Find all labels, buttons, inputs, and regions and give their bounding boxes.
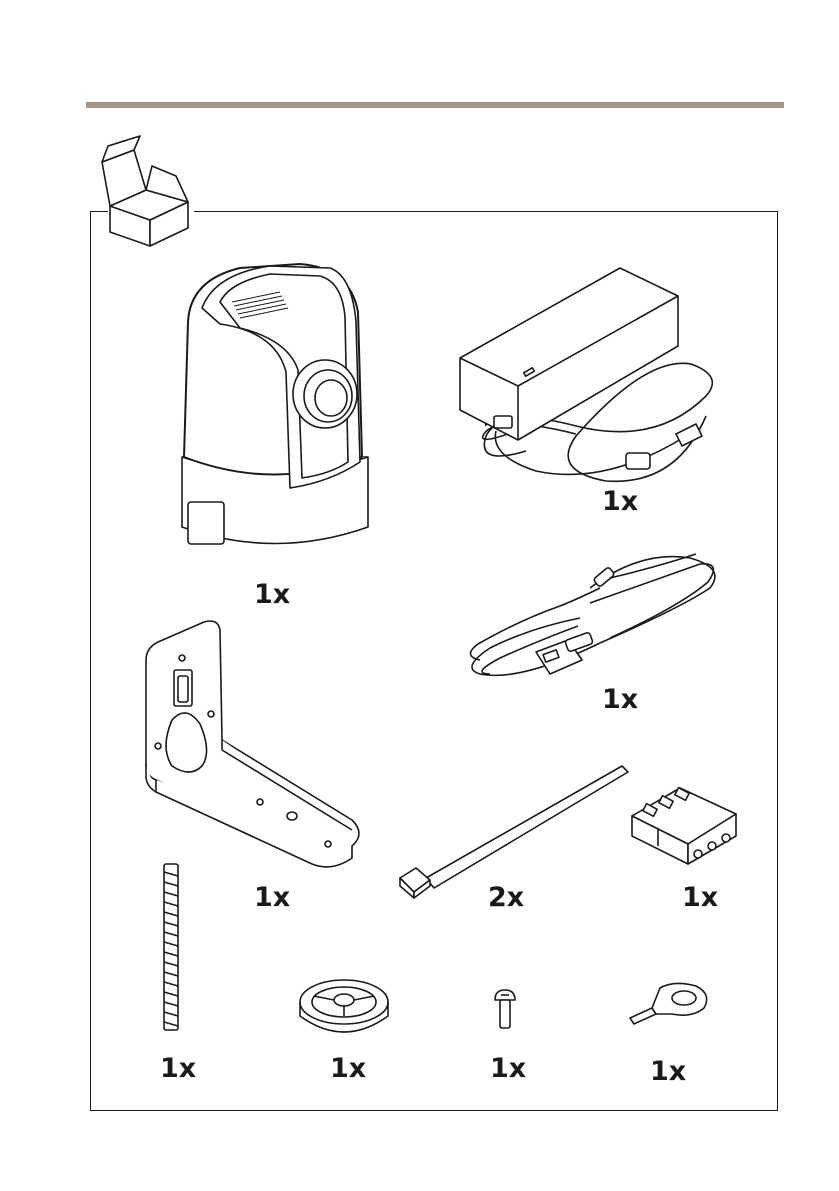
terminal-block-connector-icon (628, 784, 740, 866)
terminal-block-quantity: 1x (682, 884, 718, 911)
screw-icon (492, 988, 518, 1032)
open-box-icon (96, 132, 196, 250)
thumb-wheel-icon (296, 976, 392, 1040)
power-cord-icon (460, 548, 726, 682)
cable-tie-icon (396, 764, 632, 900)
threaded-rod-icon (156, 862, 186, 1034)
clamp-quantity: 1x (650, 1058, 686, 1085)
ptz-camera-icon (180, 262, 370, 562)
cable-tie-quantity: 2x (488, 884, 524, 911)
camera-quantity: 1x (254, 581, 290, 608)
header-rule (86, 102, 784, 108)
power-adapter-icon (456, 266, 726, 496)
bracket-quantity: 1x (254, 884, 290, 911)
power-adapter-quantity: 1x (602, 488, 638, 515)
threaded-rod-quantity: 1x (160, 1055, 196, 1082)
screw-quantity: 1x (490, 1055, 526, 1082)
power-cord-quantity: 1x (602, 686, 638, 713)
wall-bracket-icon (142, 620, 366, 866)
cable-clamp-icon (626, 978, 714, 1028)
thumb-wheel-quantity: 1x (330, 1055, 366, 1082)
